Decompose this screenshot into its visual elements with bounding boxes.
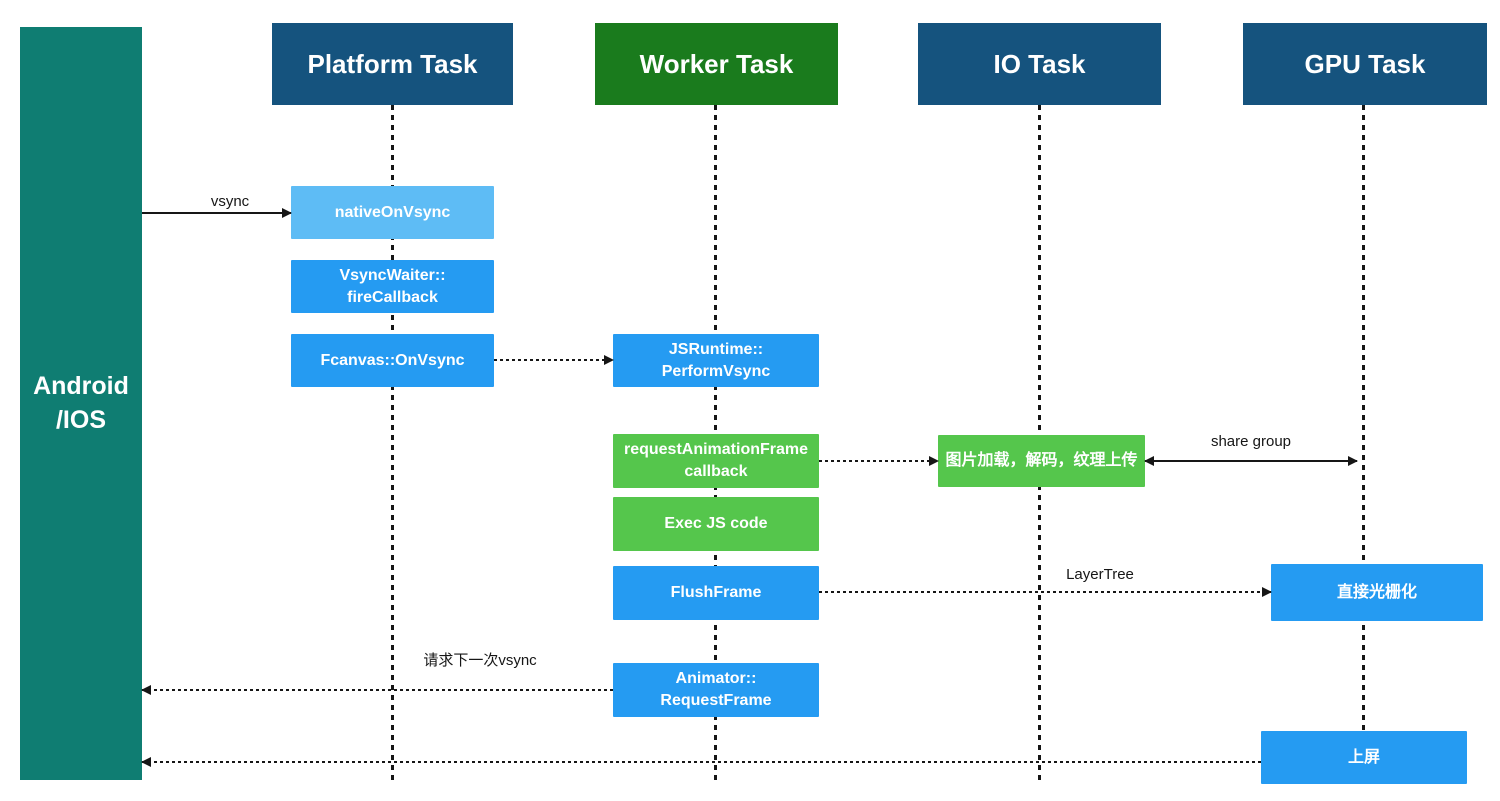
lane-header-gpu-task: GPU Task xyxy=(1243,23,1487,105)
node-on-screen: 上屏 xyxy=(1261,731,1467,784)
arrowhead-right-icon xyxy=(282,208,292,218)
lane-header-io-task: IO Task xyxy=(918,23,1161,105)
arrow-flushframe-to-rasterization xyxy=(819,587,1272,597)
node-vsyncwaiter-firecallback: VsyncWaiter:: fireCallback xyxy=(291,260,494,313)
actor-android-ios: Android /IOS xyxy=(20,27,142,780)
arrowhead-left-icon xyxy=(141,757,151,767)
arrow-animator-to-actor-request-vsync xyxy=(141,685,613,695)
arrowhead-right-icon xyxy=(1348,456,1358,466)
lane-header-platform-task: Platform Task xyxy=(272,23,513,105)
label-layertree: LayerTree xyxy=(1066,566,1134,583)
label-vsync: vsync xyxy=(210,193,250,210)
arrow-vsync-to-nativeonvsync xyxy=(142,208,292,218)
arrow-onscreen-to-actor xyxy=(141,757,1261,767)
node-direct-rasterization: 直接光栅化 xyxy=(1271,564,1483,621)
arrowhead-right-icon xyxy=(1262,587,1272,597)
node-flushframe: FlushFrame xyxy=(613,566,819,620)
arrowhead-right-icon xyxy=(604,355,614,365)
node-exec-js-code: Exec JS code xyxy=(613,497,819,551)
lifeline-platform xyxy=(391,105,394,781)
arrowhead-right-icon xyxy=(929,456,939,466)
node-animator-requestframe: Animator:: RequestFrame xyxy=(613,663,819,717)
label-share-group: share group xyxy=(1210,433,1292,450)
node-requestanimationframe-callback: requestAnimationFrame callback xyxy=(613,434,819,488)
arrow-fcanvas-to-jsruntime xyxy=(494,355,614,365)
lifeline-gpu xyxy=(1362,105,1365,781)
arrowhead-left-icon xyxy=(1144,456,1154,466)
node-image-load-decode-upload: 图片加载，解码，纹理上传 xyxy=(938,435,1145,487)
label-request-next-vsync: 请求下一次vsync xyxy=(423,652,537,669)
arrow-share-group-bidirectional xyxy=(1144,456,1358,466)
node-native-on-vsync: nativeOnVsync xyxy=(291,186,494,239)
lane-header-worker-task: Worker Task xyxy=(595,23,838,105)
arrowhead-left-icon xyxy=(141,685,151,695)
node-jsruntime-performvsync: JSRuntime:: PerformVsync xyxy=(613,334,819,387)
node-fcanvas-onvsync: Fcanvas::OnVsync xyxy=(291,334,494,387)
arrow-raf-to-imageload xyxy=(819,456,939,466)
